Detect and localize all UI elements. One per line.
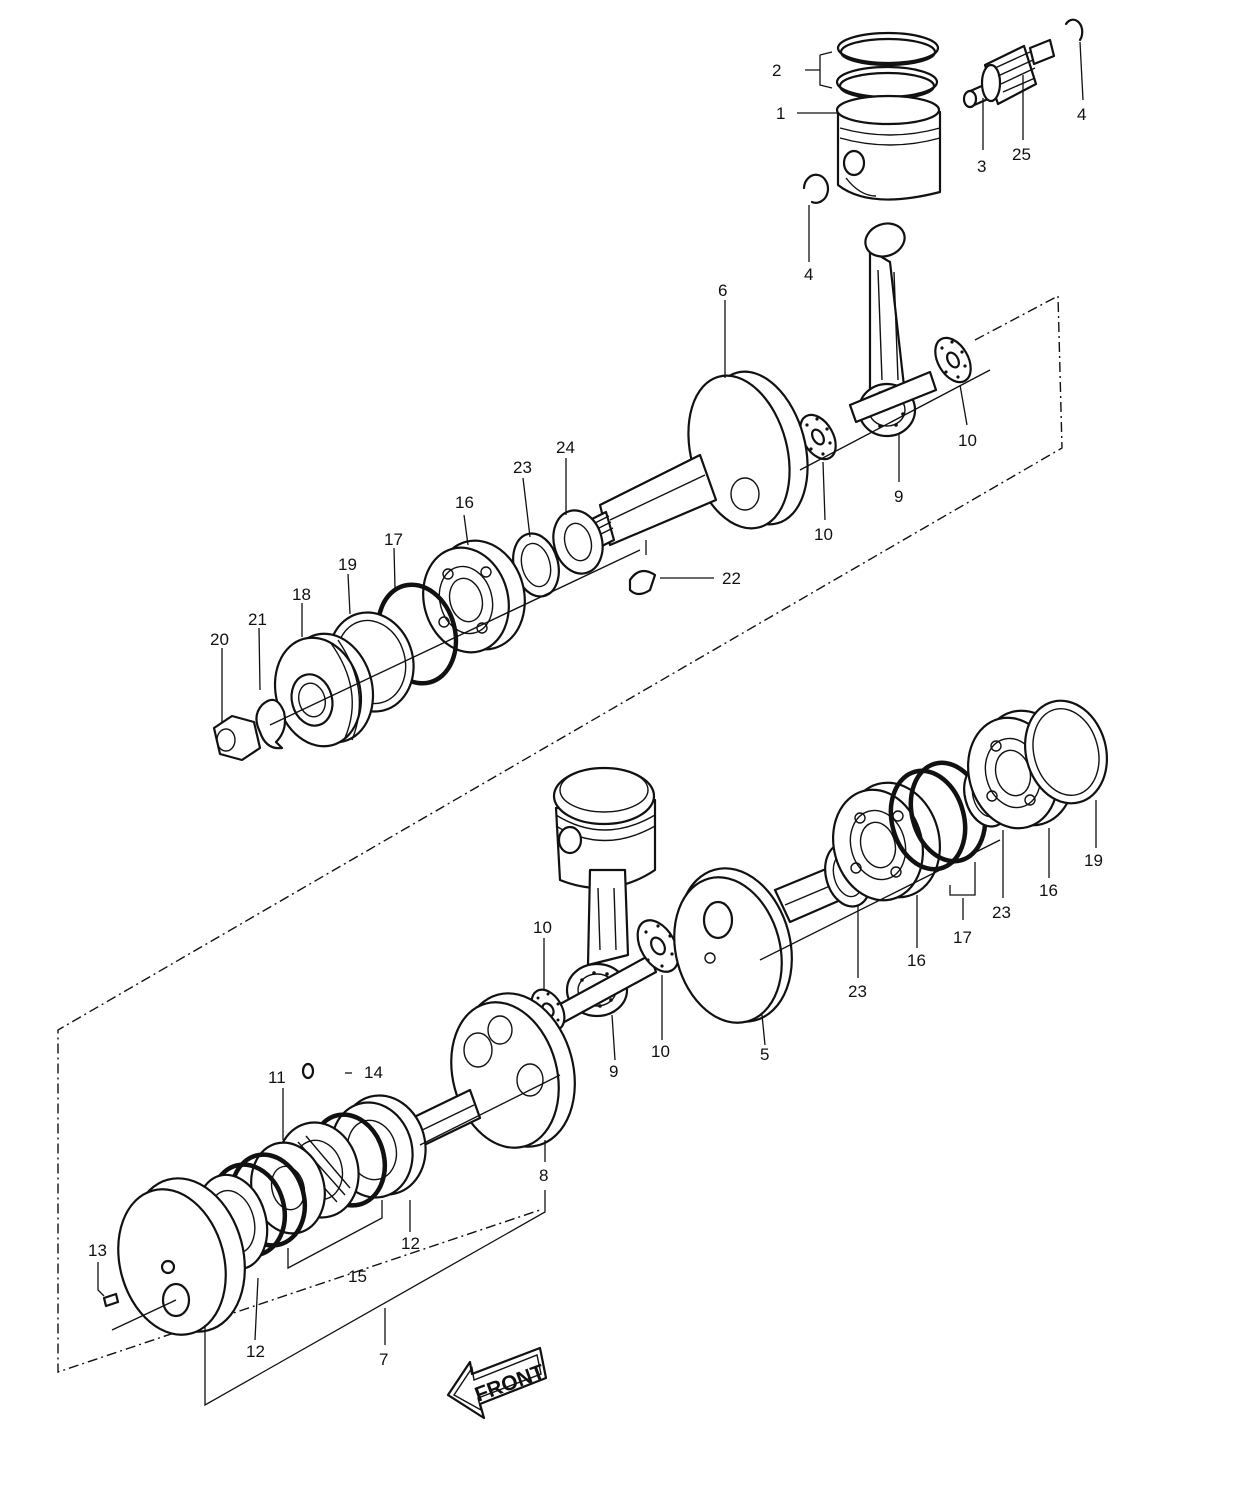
callout-label: 23	[848, 982, 867, 1001]
callout-label: 23	[513, 458, 532, 477]
callout-label: 12	[246, 1342, 265, 1361]
ball-bearing-upper	[422, 539, 526, 654]
front-arrow: FRONT	[446, 1346, 548, 1420]
dowel-pin	[102, 1292, 120, 1308]
callout-label: 10	[814, 525, 833, 544]
crank-pin-upper	[848, 370, 938, 424]
callout-label: 1	[776, 104, 785, 123]
callout-label: 16	[907, 951, 926, 970]
crankshaft-half-right	[588, 370, 809, 550]
small-ring	[301, 1062, 315, 1080]
callout-label: 6	[718, 281, 727, 300]
crankshaft-half-lower-left	[406, 992, 576, 1150]
leader-lines	[97, 41, 1097, 1407]
woodruff-key	[628, 569, 657, 596]
callout-label: 4	[1077, 105, 1086, 124]
callout-label: 15	[348, 1267, 367, 1286]
assembly-boundary-line	[57, 294, 1063, 1373]
callout-label: 21	[248, 610, 267, 629]
shim-lower	[1023, 699, 1109, 805]
callout-label: 19	[338, 555, 357, 574]
circlip-left	[802, 173, 830, 204]
callout-label: 9	[609, 1062, 618, 1081]
callout-label: 16	[455, 493, 474, 512]
callout-label: 16	[1039, 881, 1058, 900]
callout-label: 18	[292, 585, 311, 604]
piston	[835, 94, 942, 201]
callout-label: 12	[401, 1234, 420, 1253]
callout-label: 13	[88, 1241, 107, 1260]
callout-label: 17	[384, 530, 403, 549]
callout-label: 11	[268, 1068, 286, 1087]
callout-label: 17	[953, 928, 972, 947]
thrust-washer-upper-left	[799, 413, 837, 461]
callout-label: 2	[772, 61, 781, 80]
bearing-housing	[273, 632, 375, 748]
callout-label: 10	[533, 918, 552, 937]
callout-label: 5	[760, 1045, 769, 1064]
callout-label: 10	[958, 431, 977, 450]
callout-label: 7	[379, 1350, 388, 1369]
piston-rings	[835, 31, 940, 101]
circlip-right	[1064, 18, 1084, 42]
callout-label: 19	[1084, 851, 1103, 870]
upper-centerline	[269, 369, 991, 726]
thrust-washer-lower-right	[636, 919, 680, 973]
piston-lower	[552, 766, 657, 890]
callout-label: 3	[977, 157, 986, 176]
callout-label: 9	[894, 487, 903, 506]
crankshaft-half-lower-end	[117, 1177, 246, 1336]
callout-label: 22	[722, 569, 741, 588]
callout-label: 14	[364, 1063, 383, 1082]
callout-label: 24	[556, 438, 575, 457]
o-ring-lower-1	[888, 768, 968, 872]
oil-seal-upper	[552, 509, 604, 575]
callout-label: 20	[210, 630, 229, 649]
small-end-needle-bearing	[980, 38, 1056, 106]
callout-label: 23	[992, 903, 1011, 922]
ball-bearing-lower-1	[831, 781, 941, 902]
callout-label: 10	[651, 1042, 670, 1061]
callout-label: 25	[1012, 145, 1031, 164]
callout-labels: 2 1 3 25 4 4 6 10 9 10 24 23 16 17 19 18…	[88, 61, 1103, 1369]
crank-nut	[212, 714, 262, 762]
callout-label: 4	[804, 265, 813, 284]
callout-label: 8	[539, 1166, 548, 1185]
lower-centerline	[111, 839, 1001, 1331]
thrust-washer-upper-right	[934, 336, 972, 384]
